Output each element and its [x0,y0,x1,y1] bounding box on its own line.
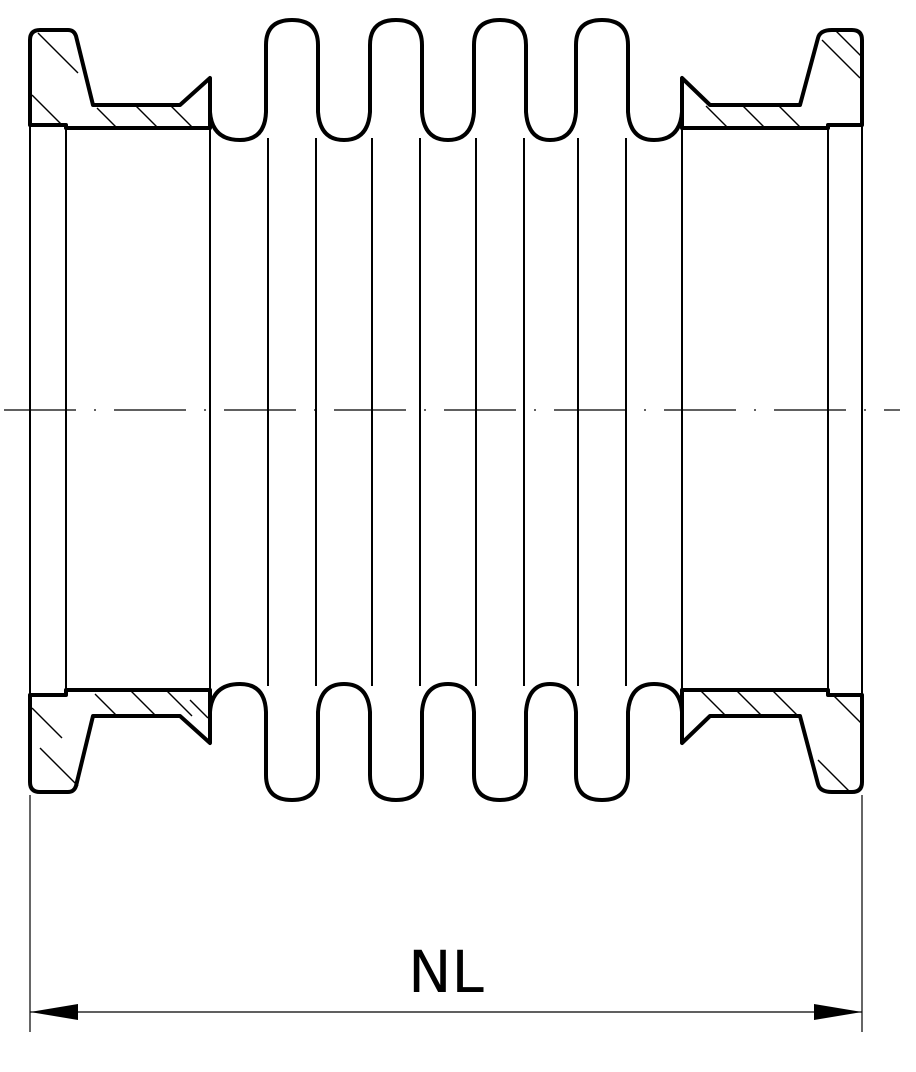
arrowhead-right [814,1004,862,1020]
arrowhead-left [30,1004,78,1020]
left-flange-bottom [28,688,212,794]
bellows-wall-lines [267,138,627,686]
dimension-nl: NL [29,795,863,1032]
right-flange-bottom [680,688,864,794]
flange-bores [29,125,863,695]
left-flange-top [28,28,212,130]
bellows-profile-top [208,18,684,142]
bellows-profile-bottom [208,682,684,802]
dimension-label: NL [408,938,484,1006]
right-flange-top [680,28,864,130]
